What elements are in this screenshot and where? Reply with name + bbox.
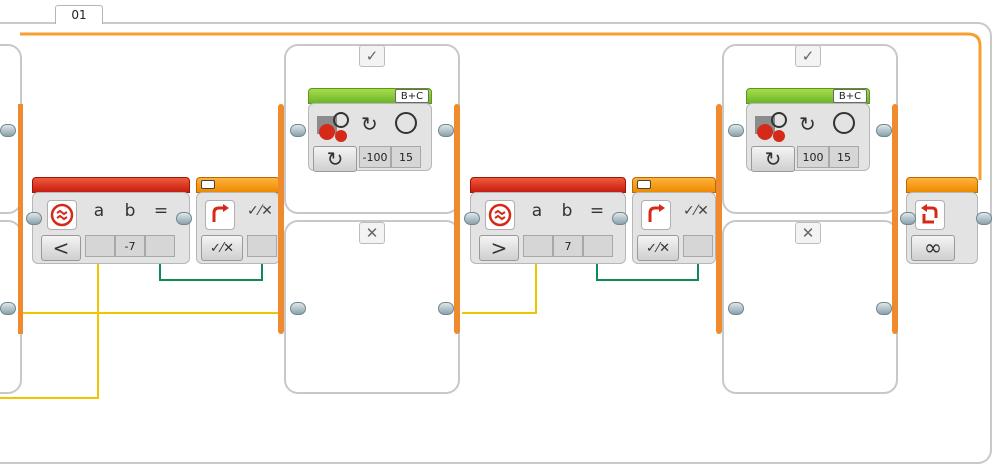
plug-icon [438, 302, 454, 315]
motor-block-2-header[interactable]: B+C [746, 88, 870, 104]
compare-block-1[interactable]: a b = < -7 [32, 192, 190, 264]
loop-icon [915, 200, 945, 230]
plug-icon [900, 212, 916, 225]
switch-2-connector [716, 104, 722, 334]
motor-block-2[interactable]: ↻ ↻ 100 15 [746, 103, 870, 172]
false-case-tab[interactable]: ✕ [795, 222, 821, 244]
switch-1-right-bar [454, 104, 460, 334]
switch-1-connector [278, 104, 284, 334]
compare-equals-label: = [589, 201, 605, 221]
motor-ports-label[interactable]: B+C [833, 89, 867, 103]
numeric-wire-right [462, 258, 537, 314]
steering-value[interactable]: -100 [359, 146, 391, 168]
loop-frame [0, 22, 992, 464]
input-a-label: a [93, 201, 105, 221]
sequence-wire-top [20, 32, 982, 180]
plug-icon [464, 212, 480, 225]
compare-block-2-header[interactable] [470, 177, 626, 193]
plug-icon [0, 124, 16, 137]
power-value[interactable]: 15 [391, 146, 421, 168]
motor-icon [315, 110, 351, 142]
logic-mode-button[interactable]: ✓⁄✕ [201, 235, 243, 261]
logic-wire-1 [159, 258, 263, 281]
switch-icon [637, 180, 651, 189]
switch-mode-icon [641, 200, 671, 230]
rotate-icon: ↻ [799, 112, 816, 136]
plug-icon [876, 124, 892, 137]
switch-icon [201, 180, 215, 189]
plug-icon [728, 124, 744, 137]
numeric-wire-lower [0, 258, 99, 399]
false-case-tab[interactable]: ✕ [359, 222, 385, 244]
switch-2-header[interactable] [632, 177, 716, 193]
switch-mode-icon [205, 200, 235, 230]
logic-mode-button[interactable]: ✓⁄✕ [637, 235, 679, 261]
motor-icon [753, 110, 789, 142]
true-case-tab[interactable]: ✓ [359, 45, 385, 67]
compare-icon [47, 200, 77, 230]
motor-ports-label[interactable]: B+C [395, 89, 429, 103]
switch-2-false-case [722, 220, 898, 394]
logic-input-icon: ✓⁄✕ [247, 203, 273, 219]
switch-1-block[interactable]: ✓⁄✕ ✓⁄✕ [196, 192, 280, 264]
switch-1-header[interactable] [196, 177, 280, 193]
switch-1-false-case [284, 220, 460, 394]
plug-icon [876, 302, 892, 315]
input-b-slot[interactable]: -7 [115, 235, 145, 257]
motor-block-1-header[interactable]: B+C [308, 88, 432, 104]
steering-value[interactable]: 100 [797, 146, 829, 168]
loop-end-block[interactable]: ∞ [906, 192, 978, 264]
compare-equals-label: = [153, 201, 169, 221]
plug-icon [728, 302, 744, 315]
speedometer-icon [833, 112, 855, 134]
switch-2-block[interactable]: ✓⁄✕ ✓⁄✕ [632, 192, 716, 264]
compare-block-2[interactable]: a b = > 7 [470, 192, 626, 264]
logic-wire-2 [596, 258, 699, 281]
switch-2-right-bar [892, 104, 898, 334]
compare-block-1-header[interactable] [32, 177, 190, 193]
speedometer-icon [395, 112, 417, 134]
switch-left-bar [18, 104, 23, 334]
input-b-label: b [561, 201, 573, 221]
input-a-slot[interactable] [523, 235, 553, 257]
logic-input-slot[interactable] [247, 235, 277, 257]
logic-input-slot[interactable] [683, 235, 713, 257]
input-a-label: a [531, 201, 543, 221]
plug-icon [438, 124, 454, 137]
loop-name-tab[interactable]: 01 [55, 5, 103, 24]
power-value[interactable]: 15 [829, 146, 859, 168]
rotate-icon: ↻ [361, 112, 378, 136]
plug-icon [0, 302, 16, 315]
motor-mode-button[interactable]: ↻ [751, 146, 795, 172]
plug-icon [612, 212, 628, 225]
input-b-label: b [124, 201, 136, 221]
plug-icon [976, 212, 992, 225]
plug-icon [290, 124, 306, 137]
logic-input-icon: ✓⁄✕ [683, 203, 709, 219]
true-case-tab[interactable]: ✓ [795, 45, 821, 67]
input-a-slot[interactable] [85, 235, 115, 257]
compare-result-slot [583, 235, 613, 257]
compare-mode-button[interactable]: < [41, 235, 81, 261]
compare-icon [485, 200, 515, 230]
compare-result-slot [145, 235, 175, 257]
loop-count-button[interactable]: ∞ [911, 235, 955, 261]
plug-icon [176, 212, 192, 225]
loop-end-header[interactable] [906, 177, 978, 193]
plug-icon [290, 302, 306, 315]
compare-mode-button[interactable]: > [479, 235, 519, 261]
motor-block-1[interactable]: ↻ ↻ -100 15 [308, 103, 432, 172]
plug-icon [26, 212, 42, 225]
motor-mode-button[interactable]: ↻ [313, 146, 357, 172]
input-b-slot[interactable]: 7 [553, 235, 583, 257]
